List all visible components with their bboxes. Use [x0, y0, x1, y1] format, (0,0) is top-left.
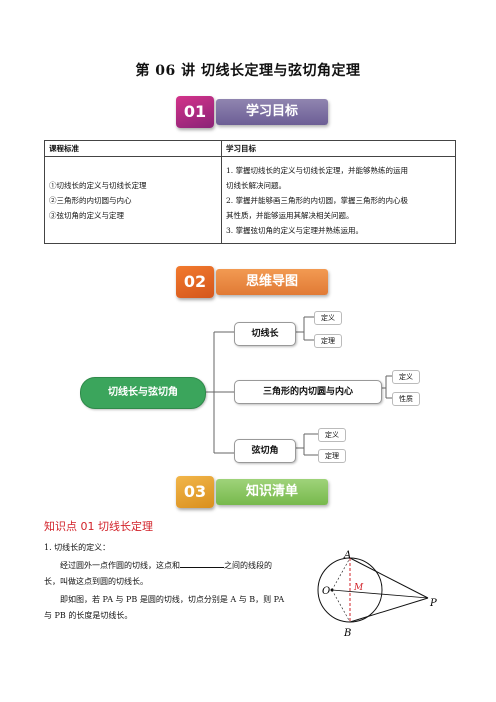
mindmap-connectors — [206, 316, 392, 456]
mindmap-leaf: 定理 — [314, 334, 342, 348]
definition-heading: 1. 切线长的定义： — [44, 543, 111, 552]
mindmap-branch: 弦切角 — [234, 439, 296, 463]
section-label: 学习目标 — [216, 99, 328, 125]
goals-table: 课程标准 学习目标 ①切线长的定义与切线长定理 ②三角形的内切圆与内心 ③弦切角… — [44, 140, 456, 244]
point-label-o: O — [322, 586, 330, 597]
objectives-cell: 1. 掌握切线长的定义与切线长定理，并能够熟练的运用 切线长解决问题。 2. 掌… — [221, 156, 456, 244]
definition-text: 经过圆外一点作圆的切线，这点和 — [60, 561, 180, 570]
table-header-standard: 课程标准 — [44, 140, 222, 157]
standards-cell: ①切线长的定义与切线长定理 ②三角形的内切圆与内心 ③弦切角的定义与定理 — [44, 156, 222, 244]
section-label: 知识清单 — [216, 479, 328, 505]
section-banner-knowledge: 03 知识清单 — [176, 476, 328, 508]
fill-in-blank — [180, 559, 224, 568]
mindmap-branch: 切线长 — [234, 322, 296, 346]
point-label-p: P — [429, 598, 437, 609]
section-number: 02 — [176, 266, 214, 298]
section-banner-mindmap: 02 思维导图 — [176, 266, 328, 298]
standard-item: ①切线长的定义与切线长定理 — [49, 180, 147, 190]
mindmap-leaf: 定义 — [314, 311, 342, 325]
mindmap-leaf: 定义 — [392, 370, 420, 384]
mindmap-root: 切线长与弦切角 — [80, 377, 206, 409]
objective-line: 切线长解决问题。 — [226, 180, 286, 190]
mindmap-leaf: 定理 — [318, 449, 346, 463]
page-title: 第 06 讲 切线长定理与弦切角定理 — [135, 63, 361, 79]
objective-line: 1. 掌握切线长的定义与切线长定理，并能够熟练的运用 — [226, 165, 409, 175]
objective-line: 其性质，并能够运用其解决相关问题。 — [226, 210, 354, 220]
definition-line: 长，叫做这点到圆的切线长。 — [44, 577, 148, 586]
definition-line: 经过圆外一点作圆的切线，这点和 之间的线段的 — [60, 558, 310, 573]
section-number: 01 — [176, 96, 214, 128]
objective-line: 3. 掌握弦切角的定义与定理并熟练运用。 — [226, 225, 364, 235]
example-line: 即如图，若 PA 与 PB 是圆的切线，切点分别是 A 与 B，则 PA — [60, 595, 285, 604]
section-label: 思维导图 — [216, 269, 328, 295]
objective-line: 2. 掌握并能够画三角形的内切圆，掌握三角形的内心极 — [226, 195, 409, 205]
example-line: 与 PB 的长度是切线长。 — [44, 611, 133, 620]
standard-item: ③弦切角的定义与定理 — [49, 210, 124, 220]
point-label-a: A — [343, 550, 351, 561]
tangent-figure: A B O M P — [317, 550, 437, 638]
mindmap-leaf: 定义 — [318, 428, 346, 442]
point-label-b: B — [343, 628, 351, 638]
mindmap-branch: 三角形的内切圆与内心 — [234, 380, 382, 404]
section-banner-goals: 01 学习目标 — [176, 96, 328, 128]
section-number: 03 — [176, 476, 214, 508]
standard-item: ②三角形的内切圆与内心 — [49, 195, 132, 205]
point-label-m: M — [353, 583, 364, 593]
table-header-objective: 学习目标 — [221, 140, 456, 157]
knowledge-point-title: 知识点 01 切线长定理 — [44, 520, 153, 533]
definition-text: 之间的线段的 — [224, 561, 272, 570]
mindmap-leaf: 性质 — [392, 392, 420, 406]
